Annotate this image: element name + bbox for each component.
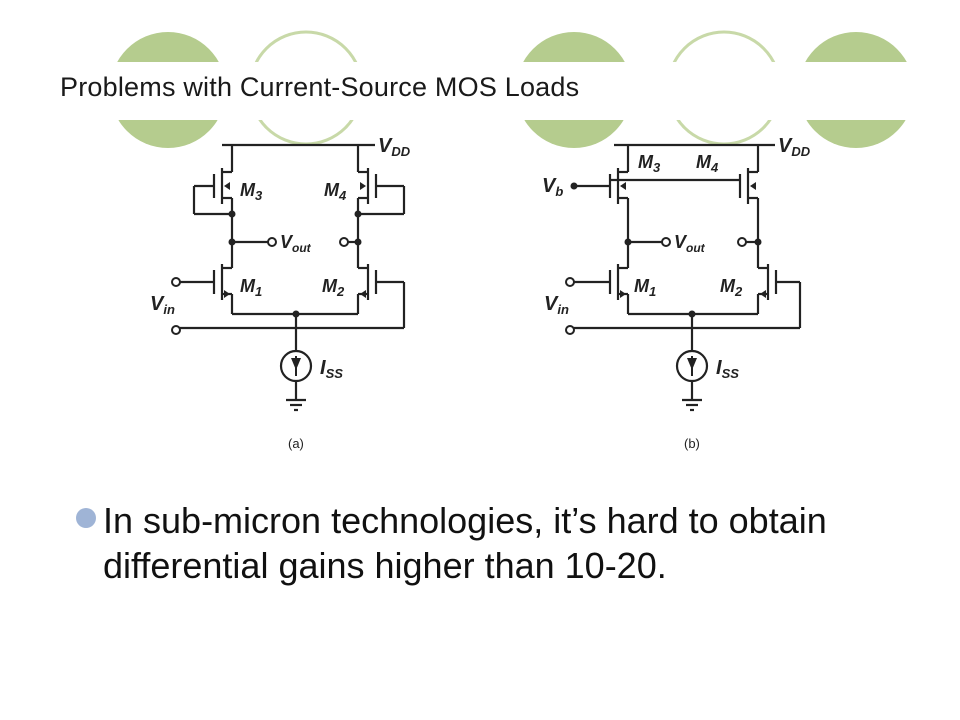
circuit-b — [574, 143, 802, 412]
bullet-marker — [76, 508, 96, 528]
label-m1-a: M1 — [240, 276, 262, 299]
label-m1-b: M1 — [634, 276, 656, 299]
caption-b: (b) — [684, 436, 700, 451]
label-m3-a: M3 — [240, 180, 263, 203]
label-vout-b: Vout — [674, 232, 706, 255]
label-iss-b: ISS — [716, 357, 739, 381]
caption-a: (a) — [288, 436, 304, 451]
label-iss-a: ISS — [320, 357, 343, 381]
label-vin-a: Vin — [150, 293, 175, 317]
circuit-a-marks — [224, 182, 366, 376]
circuit-b-terminals — [565, 237, 747, 335]
label-m2-a: M2 — [322, 276, 345, 299]
label-vdd-b: VDD — [778, 135, 811, 159]
slide-title: Problems with Current-Source MOS Loads — [60, 72, 580, 102]
circuit-b-labels: VDD M3 M4 Vb Vout M1 M2 Vin ISS (b) — [542, 135, 811, 451]
title-bar — [0, 62, 960, 120]
label-vout-a: Vout — [280, 232, 312, 255]
label-m4-b: M4 — [696, 152, 719, 175]
label-vdd-a: VDD — [378, 135, 411, 159]
circuit-a-labels: VDD M3 M4 Vout M1 M2 Vin ISS (a) — [150, 135, 411, 451]
label-vin-b: Vin — [544, 293, 569, 317]
circuit-b-marks — [570, 182, 766, 376]
label-vb-b: Vb — [542, 175, 563, 199]
label-m2-b: M2 — [720, 276, 743, 299]
circuit-a — [180, 143, 406, 412]
label-m3-b: M3 — [638, 152, 661, 175]
bullet-text: In sub-micron technologies, it’s hard to… — [103, 500, 827, 586]
label-m4-a: M4 — [324, 180, 347, 203]
circuit-a-terminals — [171, 237, 349, 335]
